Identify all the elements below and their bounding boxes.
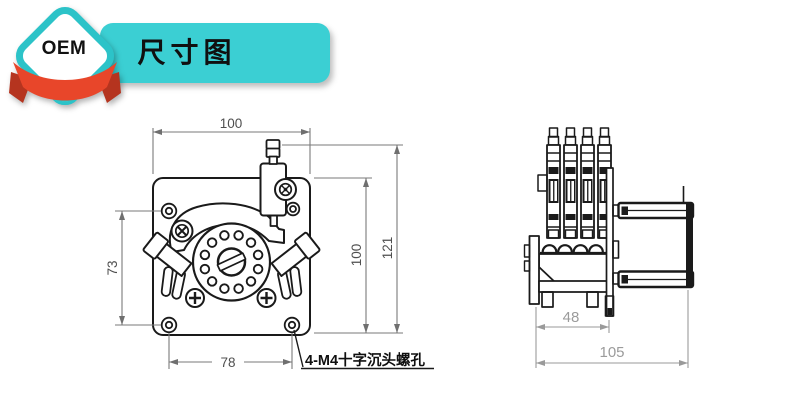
screw-callout: 4-M4十字沉头螺孔	[293, 329, 434, 370]
right-tube-clamp	[270, 231, 321, 300]
base-rail	[538, 280, 609, 293]
tube-cartridges	[537, 127, 612, 239]
side-view	[523, 127, 695, 317]
tube-loops	[540, 244, 608, 255]
left-tube-clamp	[142, 231, 193, 300]
pivot-screws	[170, 178, 297, 243]
front-view-dimensions	[115, 128, 403, 369]
badge-label: OEM	[42, 38, 87, 59]
dim-overall-depth: 105	[599, 344, 624, 361]
dim-head-depth: 48	[563, 309, 580, 326]
housing-front-wall	[528, 235, 540, 305]
mounting-flange	[604, 167, 620, 317]
screw-callout-label: 4-M4十字沉头螺孔	[305, 351, 426, 369]
valve-assembly	[259, 139, 287, 227]
dim-top-width: 100	[220, 116, 243, 131]
motor-body	[617, 186, 695, 289]
dim-left-height: 73	[105, 260, 120, 275]
oem-badge: OEM	[9, 6, 121, 106]
pump-housing-side	[538, 253, 609, 285]
side-view-dimensions	[535, 290, 689, 368]
page-title: 尺寸图	[137, 37, 237, 68]
front-view	[142, 139, 321, 336]
dim-overall-height: 121	[380, 237, 395, 260]
corner-screw-holes	[160, 201, 301, 334]
rotor	[191, 222, 272, 302]
front-view-dim-labels: 100 73 100 121 78	[105, 116, 395, 370]
ribbon-icon	[9, 62, 121, 103]
phillips-screws	[185, 288, 277, 308]
side-view-dim-labels: 48 105	[563, 309, 625, 361]
dim-bottom-width: 78	[220, 355, 235, 370]
dim-right-height: 100	[349, 244, 364, 267]
title-banner: 尺寸图	[100, 23, 330, 83]
